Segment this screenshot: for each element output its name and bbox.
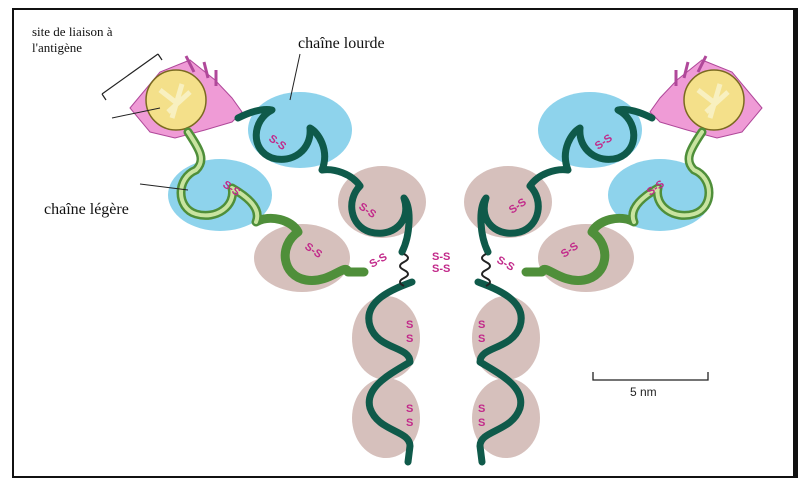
disulfide-vertical: S: [478, 319, 485, 331]
disulfide-label: S-S: [368, 251, 390, 271]
left-antigen-site: [130, 56, 242, 138]
disulfide-vertical: S: [478, 333, 485, 345]
disulfide-vertical: S: [406, 319, 413, 331]
disulfide-label: S-S: [432, 251, 450, 263]
disulfide-vertical: S: [478, 417, 485, 429]
scale-bar-label: 5 nm: [630, 385, 657, 399]
disulfide-label: S-S: [432, 263, 450, 275]
disulfide-vertical: S: [406, 417, 413, 429]
right-antigen-site: [650, 56, 762, 138]
antigen-site-label-line2: l'antigène: [32, 40, 82, 55]
disulfide-vertical: S: [406, 333, 413, 345]
heavy-chain-label: chaîne lourde: [298, 35, 385, 52]
scale-bar: 5 nm: [593, 372, 708, 399]
disulfide-vertical: S: [478, 403, 485, 415]
disulfide-vertical: S: [406, 403, 413, 415]
light-chain-label: chaîne légère: [44, 201, 129, 218]
antigen-site-label-line1: site de liaison à: [32, 24, 113, 39]
disulfide-label: S-S: [495, 254, 517, 274]
